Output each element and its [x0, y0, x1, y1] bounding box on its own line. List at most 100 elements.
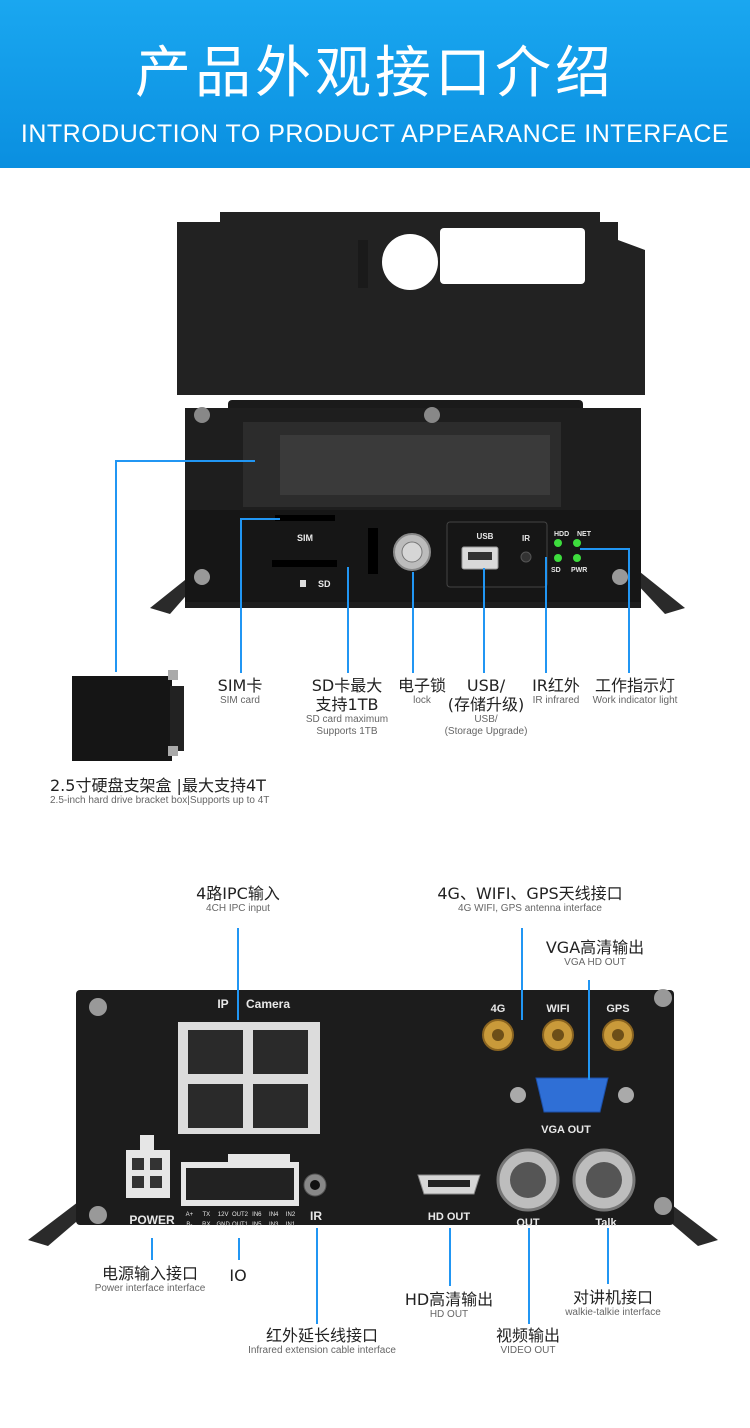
label-antenna-cn: 4G、WIFI、GPS天线接口 [437, 884, 623, 903]
label-ir-en: IR infrared [532, 695, 580, 706]
io-pin-label: IN1 [286, 1222, 296, 1228]
callout-power [151, 1238, 153, 1260]
label-ir-cn: IR红外 [532, 676, 580, 695]
label-lock: 电子锁 lock [390, 676, 454, 707]
screw-left [194, 569, 210, 585]
label-vga-en: VGA HD OUT [564, 957, 626, 968]
label-usb-cn2: (存储升级) [447, 695, 525, 714]
callout-hdd-h [115, 460, 255, 462]
callout-usb [483, 568, 485, 673]
led-hdd [554, 539, 562, 547]
io-pin-label: IN6 [252, 1212, 262, 1218]
label-usb-cn1: USB/ [466, 676, 506, 695]
label-lock-en: lock [413, 695, 431, 706]
camera-silk: Camera [246, 997, 290, 1011]
label-hd-cn: HD高清输出 [404, 1290, 494, 1309]
label-sd-en1: SD card maximum [305, 714, 389, 725]
callout-sd [347, 567, 349, 673]
rj45-port-3 [188, 1084, 243, 1128]
front-right-foot [635, 572, 685, 614]
label-lock-cn: 电子锁 [397, 676, 446, 695]
label-antenna: 4G、WIFI、GPS天线接口 4G WIFI, GPS antenna int… [400, 884, 660, 915]
label-talk-cn: 对讲机接口 [572, 1288, 653, 1307]
callout-vga [588, 980, 590, 1080]
label-vga: VGA高清输出 VGA HD OUT [525, 938, 665, 969]
hdd-bracket-image [72, 670, 184, 761]
sd-slot [272, 560, 337, 567]
label-hdd-en: 2.5-inch hard drive bracket box [50, 795, 188, 806]
label-ir-ext: 红外延长线接口 Infrared extension cable interfa… [222, 1326, 422, 1357]
label-sim-en: SIM card [219, 695, 260, 706]
io-pin-label: OUT2 [232, 1212, 249, 1218]
ant-wifi-silk: WIFI [546, 1003, 569, 1015]
callout-antenna [521, 928, 523, 1020]
ant-gps-silk: GPS [606, 1003, 629, 1015]
net-silk: NET [577, 531, 592, 538]
io-pin-label: IN3 [269, 1222, 279, 1228]
io-pin-label: TX [202, 1212, 210, 1218]
label-led: 工作指示灯 Work indicator light [586, 676, 684, 707]
io-pin-label: 12V [218, 1212, 229, 1218]
label-video-cn: 视频输出 [495, 1326, 560, 1345]
page-title: 产品外观接口介绍 [135, 41, 615, 106]
lid-cutout-circle [382, 234, 438, 290]
out-silk: OUT [516, 1217, 540, 1229]
header-banner: 产品外观接口介绍 INTRODUCTION TO PRODUCT APPEARA… [0, 0, 750, 168]
label-talk: 对讲机接口 walkie-talkie interface [548, 1288, 678, 1319]
label-power: 电源输入接口 Power interface interface [70, 1264, 230, 1295]
label-antenna-en: 4G WIFI, GPS antenna interface [458, 903, 602, 914]
usb-ir-frame [446, 521, 548, 588]
label-power-cn: 电源输入接口 [101, 1264, 198, 1283]
callout-hd [449, 1228, 451, 1286]
callout-io [238, 1238, 240, 1260]
io-pin-label: IN4 [269, 1212, 279, 1218]
label-usb-en1: USB/ [474, 714, 498, 725]
label-led-en: Work indicator light [592, 695, 678, 706]
label-video: 视频输出 VIDEO OUT [473, 1326, 583, 1357]
led-sd [554, 554, 562, 562]
page-subtitle: INTRODUCTION TO PRODUCT APPEARANCE INTER… [20, 120, 730, 148]
io-pin-label: GND [216, 1222, 230, 1228]
label-hdd-cn2: |最大支持4T [176, 776, 266, 795]
label-sim-cn: SIM卡 [217, 676, 263, 695]
label-ir: IR红外 IR infrared [526, 676, 586, 707]
label-sd-cn2: 支持1TB [315, 695, 379, 714]
label-hd-en: HD OUT [429, 1309, 469, 1320]
label-ipc-en: 4CH IPC input [206, 903, 270, 914]
label-sd-cn1: SD卡最大 [311, 676, 383, 695]
hdd-silk: HDD [554, 531, 569, 538]
ir-silk: IR [522, 534, 530, 543]
ir-silk-rear: IR [310, 1209, 322, 1223]
sd-silk: SD [318, 579, 331, 589]
label-io: IO [220, 1266, 256, 1285]
label-hdd-cn: 2.5寸硬盘支架盒 [50, 776, 172, 795]
io-pin-label: RX [202, 1222, 210, 1228]
callout-sim-h [240, 518, 280, 520]
rj45-port-4 [253, 1084, 308, 1128]
sd-led-silk: SD [551, 567, 561, 574]
rear-right-foot [663, 1202, 718, 1246]
label-hd: HD高清输出 HD OUT [389, 1290, 509, 1321]
sim-slot [275, 515, 335, 521]
callout-video [528, 1228, 530, 1324]
divider-slot [368, 528, 378, 574]
callout-led-v [628, 548, 630, 673]
label-ipc-cn: 4路IPC输入 [196, 884, 280, 903]
led-pwr [573, 554, 581, 562]
ant-4g-silk: 4G [491, 1003, 506, 1015]
vga-port [535, 1077, 609, 1113]
label-ipc: 4路IPC输入 4CH IPC input [168, 884, 308, 915]
ir-sensor [520, 551, 532, 563]
label-talk-en: walkie-talkie interface [565, 1307, 661, 1318]
callout-ipc [237, 928, 239, 1020]
label-sd-en2: Supports 1TB [316, 726, 378, 737]
led-net [573, 539, 581, 547]
io-pin-label: IN5 [252, 1222, 262, 1228]
rj45-port-2 [253, 1030, 308, 1074]
label-io-cn: IO [229, 1266, 247, 1285]
callout-hdd-v [115, 460, 117, 672]
screw-right [612, 569, 628, 585]
label-ir-ext-cn: 红外延长线接口 [265, 1326, 378, 1345]
callout-ir-ext [316, 1228, 318, 1324]
